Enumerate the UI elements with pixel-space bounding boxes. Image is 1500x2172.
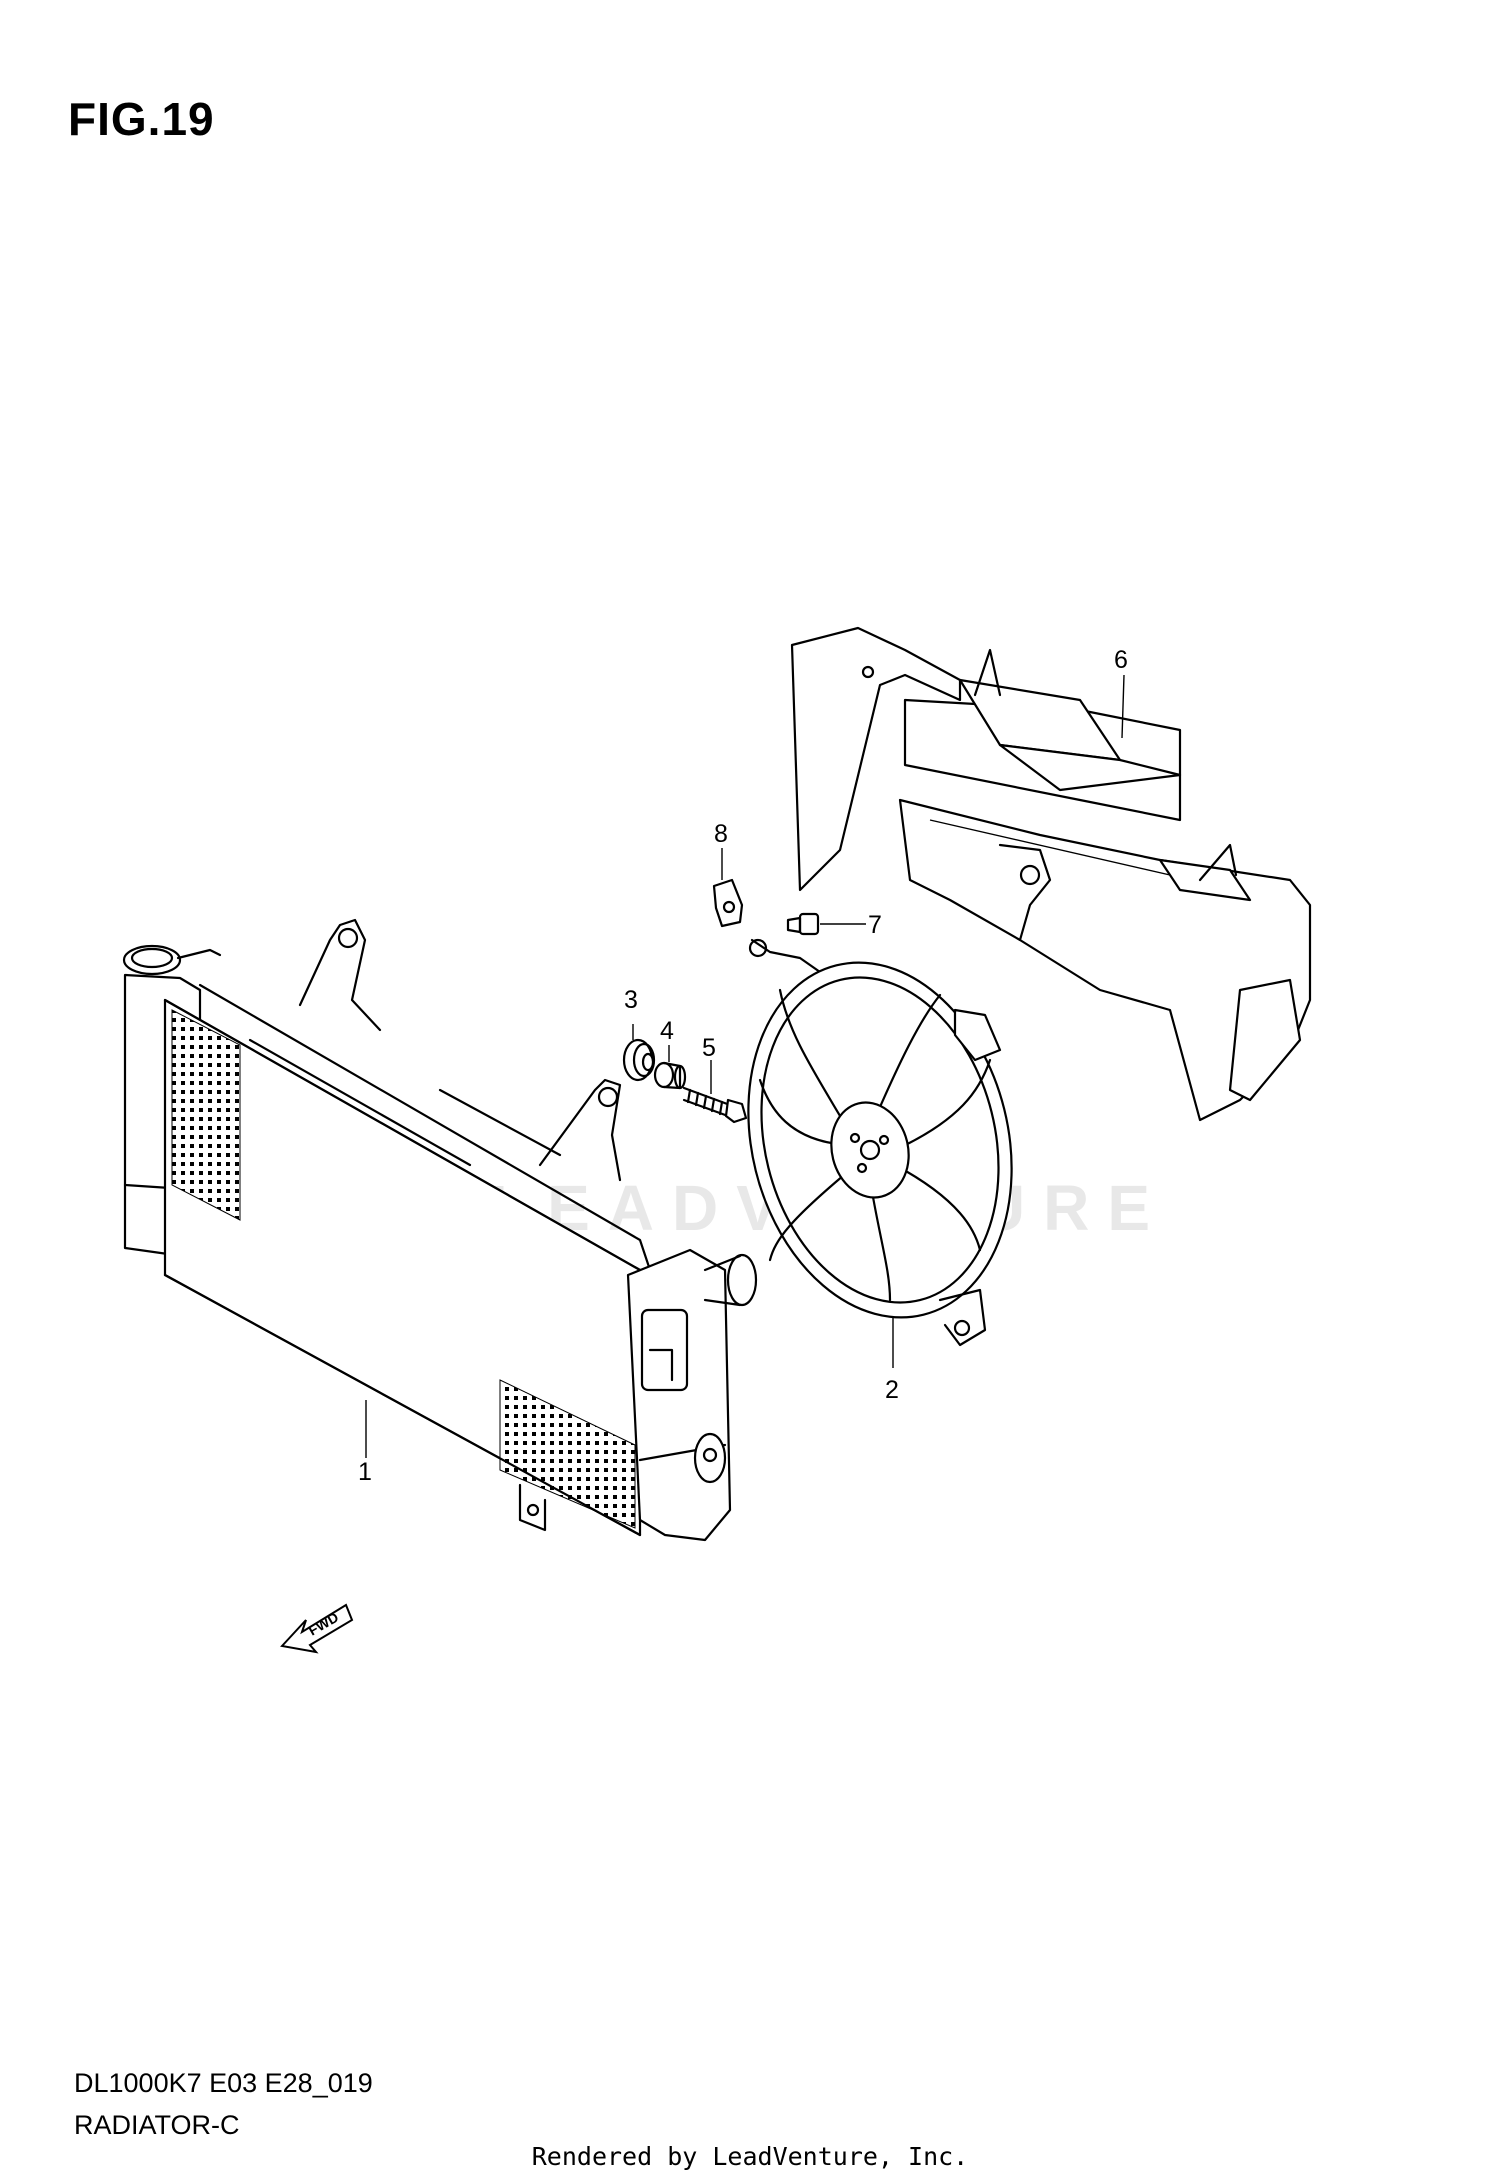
- diagram-code: DL1000K7 E03 E28_019: [74, 2068, 373, 2098]
- part-4-collar[interactable]: [653, 1061, 687, 1090]
- callout-2: 2: [885, 1376, 899, 1404]
- callout-5: 5: [702, 1034, 716, 1062]
- part-8-clip-nut[interactable]: [712, 878, 744, 928]
- callout-8: 8: [714, 820, 728, 848]
- part-7-screw[interactable]: [786, 912, 820, 936]
- callout-1: 1: [358, 1458, 372, 1486]
- figure-title: FIG.19: [68, 93, 215, 145]
- callout-6: 6: [1114, 646, 1128, 674]
- fwd-arrow-icon: FWD: [280, 1603, 354, 1654]
- part-5-bolt[interactable]: [682, 1086, 748, 1124]
- part-3-grommet[interactable]: [622, 1038, 656, 1082]
- callout-3: 3: [624, 986, 638, 1014]
- part-6-shroud[interactable]: [790, 626, 1312, 1122]
- diagram-subtitle: RADIATOR-C: [74, 2110, 240, 2140]
- part-1-radiator[interactable]: [122, 918, 758, 1542]
- part-2-cooling-fan[interactable]: [712, 934, 1047, 1347]
- rendered-by-footer: Rendered by LeadVenture, Inc.: [531, 2142, 969, 2171]
- callout-7: 7: [868, 911, 882, 939]
- callout-4: 4: [660, 1017, 674, 1045]
